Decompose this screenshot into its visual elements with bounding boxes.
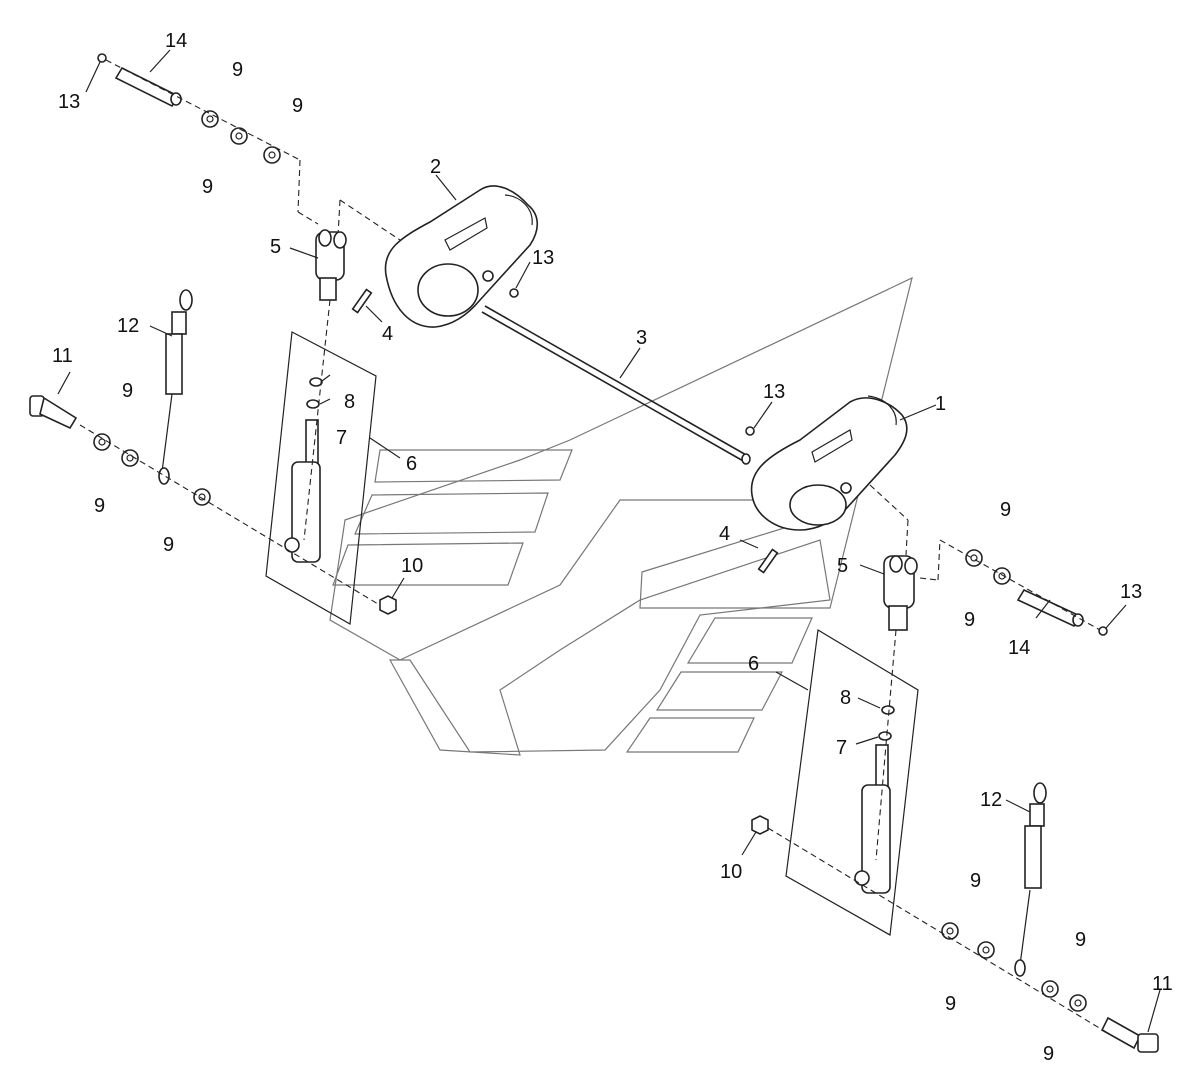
callout-9: 9 — [163, 534, 174, 556]
roll-pin — [757, 548, 779, 574]
callout-13: 13 — [532, 247, 554, 269]
callout-11: 11 — [1152, 973, 1173, 995]
clevis-upper — [315, 229, 347, 301]
callout-12: 12 — [980, 789, 1002, 811]
washer-small — [306, 399, 320, 409]
callout-9: 9 — [1043, 1043, 1054, 1065]
callout-9: 9 — [945, 993, 956, 1015]
dashed-guide — [869, 484, 909, 521]
callout-13: 13 — [58, 91, 80, 113]
callout-12: 12 — [117, 315, 139, 337]
callout-3: 3 — [636, 327, 647, 349]
hex-nut — [751, 815, 769, 835]
dashed-guide — [337, 199, 341, 237]
callout-4: 4 — [719, 523, 730, 545]
washer-small — [878, 731, 892, 741]
dashed-guide — [339, 199, 401, 241]
clevis-lower — [883, 555, 918, 631]
callout-9: 9 — [94, 495, 105, 517]
callout-8: 8 — [344, 391, 355, 413]
gas-cylinder-right — [854, 744, 891, 894]
assembly-axes — [79, 59, 1107, 1033]
callout-14: 14 — [1008, 637, 1030, 659]
hex-nut — [379, 595, 397, 615]
callout-7: 7 — [836, 737, 847, 759]
callout-9: 9 — [122, 380, 133, 402]
cross-shaft — [481, 305, 751, 465]
retaining-clip — [1098, 626, 1108, 636]
clevis-pin-right — [1016, 588, 1084, 628]
leader-lines — [57, 49, 1161, 1033]
watermark-logo — [329, 276, 913, 756]
spring-link-left — [158, 289, 193, 485]
callout-5: 5 — [270, 236, 281, 258]
callout-8: 8 — [840, 687, 851, 709]
callout-4: 4 — [382, 323, 393, 345]
clevis-pin-left — [114, 66, 182, 108]
callout-9: 9 — [292, 95, 303, 117]
callout-9: 9 — [970, 870, 981, 892]
retaining-clip — [509, 288, 519, 298]
callout-14: 14 — [165, 30, 187, 52]
callout-6: 6 — [748, 653, 759, 675]
retaining-clip — [97, 53, 107, 63]
callout-13: 13 — [763, 381, 785, 403]
callout-9: 9 — [964, 609, 975, 631]
callout-9: 9 — [1075, 929, 1086, 951]
callout-5: 5 — [837, 555, 848, 577]
callout-10: 10 — [720, 861, 742, 883]
callout-11: 11 — [52, 345, 73, 367]
callout-9: 9 — [202, 176, 213, 198]
gas-cylinder-left — [284, 419, 321, 563]
dashed-guide — [905, 519, 909, 556]
roll-pin — [351, 288, 373, 314]
callout-1: 1 — [935, 393, 946, 415]
callout-6: 6 — [406, 453, 417, 475]
o-ring — [881, 705, 895, 715]
lever-arm-upper — [384, 185, 539, 328]
bolt-right — [1100, 1016, 1159, 1053]
callout-7: 7 — [336, 427, 347, 449]
callout-10: 10 — [401, 555, 423, 577]
bolt-left — [29, 395, 78, 430]
lever-arm-lower — [750, 395, 908, 531]
o-ring — [309, 377, 323, 387]
callout-9: 9 — [1000, 499, 1011, 521]
cylinder-kit-box — [785, 629, 919, 936]
cylinder-kit-box — [265, 331, 377, 625]
callout-2: 2 — [430, 156, 441, 178]
callout-9: 9 — [232, 59, 243, 81]
flat-washers — [93, 110, 1087, 1012]
spring-link-right — [1014, 782, 1047, 977]
callout-13: 13 — [1120, 581, 1142, 603]
callout-labels: 1 2 3 4 4 5 5 6 6 7 7 8 8 9 9 9 9 9 9 9 … — [52, 30, 1173, 1065]
retaining-clip — [745, 426, 755, 436]
